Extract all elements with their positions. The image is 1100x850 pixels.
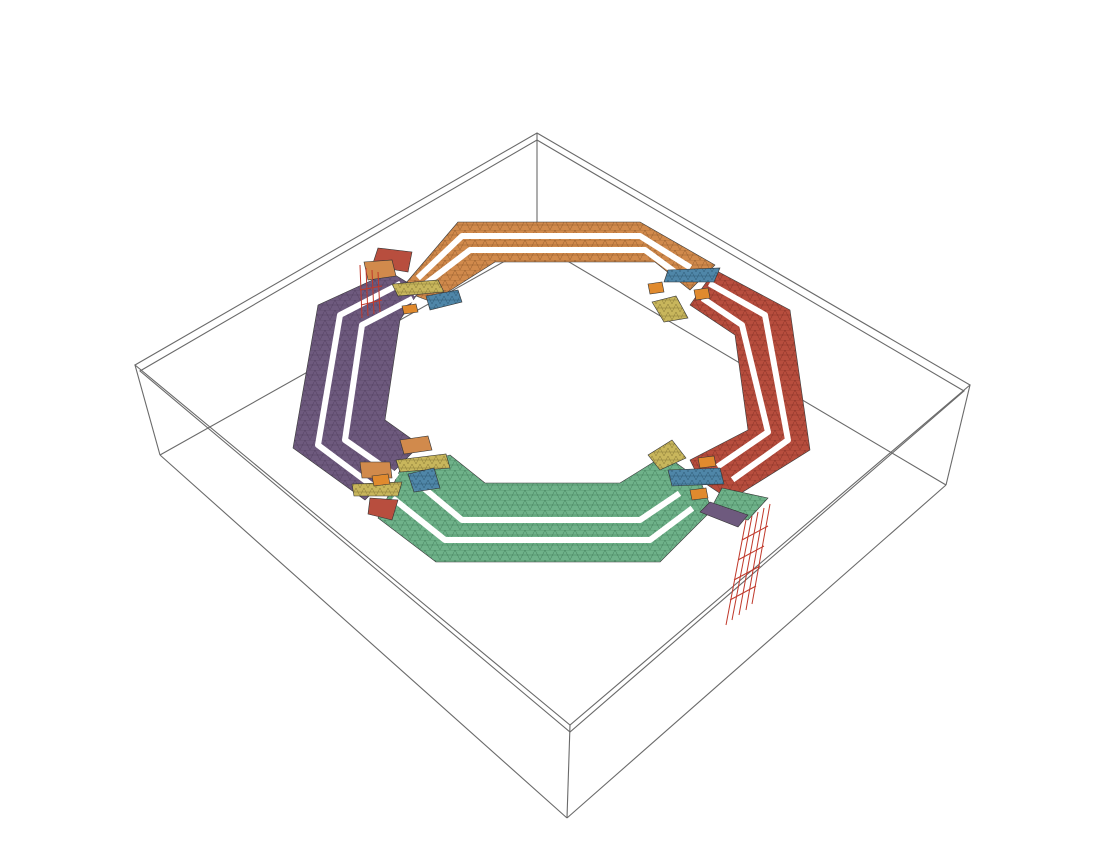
port-wire-line — [371, 269, 375, 315]
turn-gap-left-outer — [315, 280, 403, 495]
port-wire-line — [377, 271, 381, 313]
turn-gap-bottom-outer — [390, 495, 695, 543]
turn-gap-left-inner — [342, 295, 415, 480]
crossover-bottom-left-yellow-1[interactable] — [395, 453, 451, 473]
box-edge-left-vertical — [134, 364, 161, 456]
crossover-top-right-blue[interactable] — [663, 267, 721, 283]
turn-gap-top-outer — [415, 233, 693, 281]
crossover-bottom-right-blue[interactable] — [667, 467, 725, 487]
via-top-right-1[interactable] — [647, 281, 665, 295]
via-top-right-2[interactable] — [693, 287, 711, 301]
port-wire-line — [733, 565, 761, 581]
box-edge-bottom-left — [159, 454, 568, 819]
port-wire-line — [751, 503, 771, 605]
crossover-top-left-yellow[interactable] — [391, 279, 445, 297]
box-edge-bottom-right — [566, 484, 947, 819]
port-wire-line — [365, 267, 369, 317]
crossover-top-right-yellow[interactable] — [651, 295, 689, 323]
port-wire-line — [725, 519, 747, 626]
port-wire-line — [731, 515, 753, 621]
via-bottom-right-1[interactable] — [697, 455, 717, 469]
port-wires[interactable] — [359, 264, 771, 626]
turn-gap-right-inner — [700, 295, 771, 470]
port-wire-line — [360, 299, 383, 306]
port-wire-top-left[interactable] — [359, 264, 383, 319]
crossover-bottom-right-yellow[interactable] — [647, 439, 687, 471]
crossover-bottom-left-red[interactable] — [367, 497, 399, 521]
bounding-box-front — [134, 132, 971, 819]
port-wire-bottom-right[interactable] — [725, 503, 771, 626]
port-wire-line — [737, 545, 765, 561]
crossover-bottom-left-orange[interactable] — [399, 435, 433, 455]
coil-windings[interactable] — [292, 221, 811, 563]
port-wire-line — [359, 285, 383, 291]
turn-gap-top-inner — [410, 247, 680, 297]
crossover-top-left-blue[interactable] — [425, 289, 463, 311]
port-wire-line — [741, 525, 769, 541]
port-wire-line — [745, 507, 765, 611]
turn-gap-right-outer — [707, 280, 791, 483]
bounding-box-back — [159, 133, 947, 486]
port-wire-line — [729, 585, 757, 601]
crossover-bottom-left-blue[interactable] — [407, 467, 441, 493]
port-lead-purple[interactable] — [699, 501, 749, 528]
crossovers[interactable] — [351, 247, 769, 528]
crossover-bottom-left-mesh[interactable] — [359, 461, 393, 479]
box-edge-front-vertical — [566, 724, 571, 819]
box-edge-right-vertical — [945, 384, 971, 486]
port-wire-line — [359, 264, 363, 319]
via-bottom-right-2[interactable] — [689, 487, 709, 501]
turn-gap-bottom-inner — [415, 480, 682, 523]
via-top-left[interactable] — [401, 303, 419, 315]
via-bottom-left[interactable] — [371, 473, 391, 487]
port-wire-line — [738, 511, 759, 616]
